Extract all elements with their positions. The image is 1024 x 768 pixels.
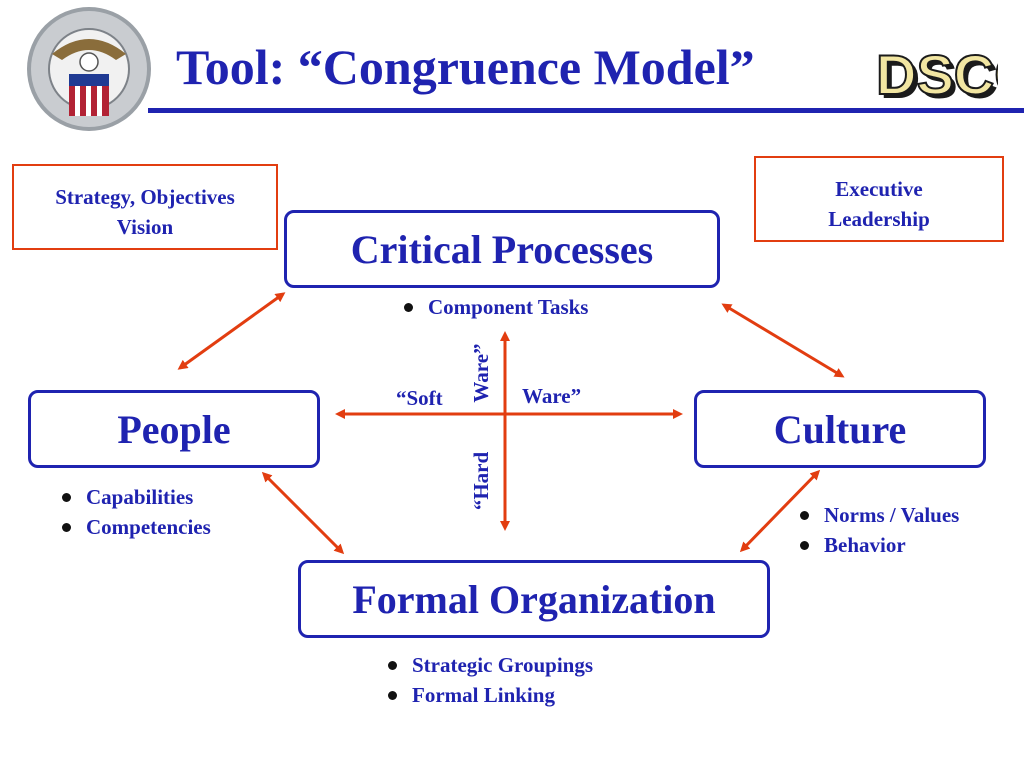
list-item: Capabilities	[58, 482, 211, 512]
strategy-callout: Strategy, Objectives Vision	[12, 164, 278, 250]
list-item: Behavior	[796, 530, 959, 560]
formal-organization-label: Formal Organization	[352, 576, 716, 622]
soft-label: “Soft	[396, 386, 443, 410]
critical-processes-bullets: Component Tasks	[400, 292, 588, 322]
dla-seal-logo	[24, 4, 154, 134]
culture-bullets: Norms / Values Behavior	[796, 500, 959, 560]
formal-organization-bullets: Strategic Groupings Formal Linking	[384, 650, 593, 710]
executive-line1: Executive	[835, 177, 923, 201]
list-item: Component Tasks	[400, 292, 588, 322]
hard-label: “Hard	[469, 451, 493, 511]
executive-leadership-callout: Executive Leadership	[754, 156, 1004, 242]
culture-box: Culture	[694, 390, 986, 468]
strategy-line1: Strategy, Objectives	[55, 185, 235, 209]
arrow-processes-culture	[721, 303, 845, 378]
arrow-processes-people	[177, 292, 286, 370]
formal-organization-box: Formal Organization	[298, 560, 770, 638]
list-item: Norms / Values	[796, 500, 959, 530]
people-box: People	[28, 390, 320, 468]
list-item: Competencies	[58, 512, 211, 542]
page-title: Tool: “Congruence Model”	[176, 39, 755, 95]
title-underline	[148, 108, 1024, 113]
executive-line2: Leadership	[828, 207, 930, 231]
strategy-line2: Vision	[116, 215, 174, 239]
hard-ware-label: Ware”	[469, 343, 493, 403]
soft-ware-label: Ware”	[522, 384, 582, 408]
critical-processes-label: Critical Processes	[350, 226, 654, 272]
list-item: Strategic Groupings	[384, 650, 593, 680]
critical-processes-box: Critical Processes	[284, 210, 720, 288]
arrow-culture-organization	[739, 469, 821, 553]
culture-label: Culture	[773, 406, 907, 452]
arrow-people-organization	[261, 471, 345, 555]
list-item: Formal Linking	[384, 680, 593, 710]
people-bullets: Capabilities Competencies	[58, 482, 211, 542]
people-label: People	[117, 406, 231, 452]
